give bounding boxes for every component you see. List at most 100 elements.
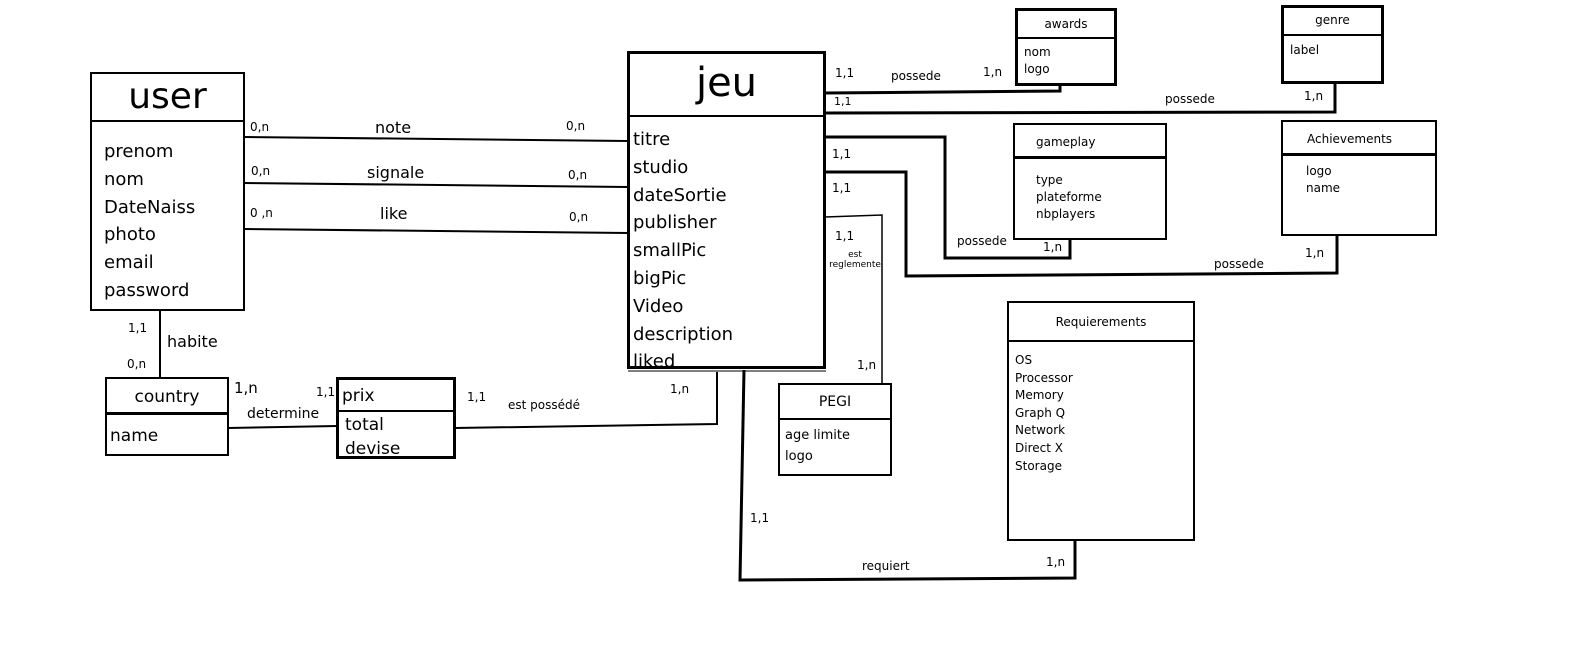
field-req-graph-q: Graph Q — [1015, 405, 1066, 420]
card-genre-jeu: 1,1 — [834, 95, 852, 108]
field-achievements-logo: logo — [1306, 164, 1332, 178]
card-note-user: 0,n — [250, 120, 270, 134]
field-req-os: OS — [1015, 353, 1033, 367]
field-achievements-name: name — [1306, 181, 1341, 195]
entity-prix: prix total devise — [336, 377, 456, 459]
entity-awards: awards nom logo — [1015, 8, 1117, 86]
relation-possede-awards: possede — [891, 69, 941, 83]
card-genre-genre: 1,n — [1304, 89, 1324, 103]
card-gameplay-jeu: 1,1 — [832, 147, 852, 161]
field-awards-logo: logo — [1024, 62, 1050, 76]
field-email: email — [104, 252, 154, 274]
entity-gameplay-title: gameplay — [1015, 125, 1165, 159]
entity-country: country name — [105, 377, 229, 456]
entity-pegi: PEGI age limite logo — [778, 383, 892, 476]
field-gameplay-nbplayers: nbplayers — [1036, 207, 1096, 221]
field-pegi-logo: logo — [785, 449, 813, 464]
card-possede-prix: 1,1 — [467, 390, 487, 404]
line-possede-awards — [824, 85, 1062, 95]
field-req-network: Network — [1015, 423, 1066, 438]
entity-country-fields: name — [107, 415, 227, 446]
card-pegi-pegi: 1,n — [857, 358, 877, 372]
entity-awards-title: awards — [1018, 11, 1114, 39]
card-habite-user: 1,1 — [128, 321, 148, 335]
field-nom: nom — [104, 168, 144, 190]
entity-user-fields: prenom nom DateNaiss photo email passwor… — [92, 122, 243, 305]
relation-determine: determine — [247, 406, 320, 422]
line-possede-genre — [824, 84, 1337, 115]
field-pegi-age-limite: age limite — [785, 428, 850, 443]
field-req-memory: Memory — [1015, 388, 1064, 403]
field-req-storage: Storage — [1015, 458, 1062, 473]
line-est-possede — [454, 372, 718, 429]
entity-jeu-title: jeu — [630, 54, 823, 117]
line-note — [243, 136, 629, 142]
relation-possede-genre: possede — [1165, 92, 1215, 106]
line-requiert — [738, 369, 1077, 582]
entity-user: user prenom nom DateNaiss photo email pa… — [90, 72, 245, 311]
field-req-directx: Direct X — [1015, 440, 1063, 455]
field-awards-nom: nom — [1024, 45, 1051, 59]
card-achievements-achievements: 1,n — [1305, 246, 1325, 260]
card-awards-awards: 1,n — [983, 65, 1003, 79]
entity-prix-fields: total devise — [339, 412, 453, 461]
entity-gameplay-fields: type plateforme nbplayers — [1015, 159, 1165, 223]
relation-requiert: requiert — [862, 559, 910, 573]
relation-est-possede: est possédé — [508, 398, 580, 412]
field-gameplay-plateforme: plateforme — [1036, 190, 1102, 204]
field-password: password — [104, 279, 190, 301]
card-like-user: 0 ,n — [250, 206, 273, 220]
entity-country-title: country — [107, 379, 227, 415]
card-habite-country: 0,n — [127, 357, 147, 371]
relation-est-reglemente-text: est reglemente — [829, 250, 881, 270]
relation-signale: signale — [367, 163, 425, 182]
line-signale — [243, 182, 629, 188]
card-requiert-requirements: 1,n — [1046, 555, 1066, 569]
entity-pegi-title: PEGI — [780, 385, 890, 420]
entity-pegi-fields: age limite logo — [780, 420, 890, 467]
entity-genre-fields: label — [1284, 36, 1381, 59]
card-awards-jeu: 1,1 — [835, 66, 855, 80]
relation-habite: habite — [167, 332, 218, 351]
card-requiert-jeu: 1,1 — [750, 511, 770, 525]
line-like — [243, 228, 629, 234]
field-liked: liked — [633, 351, 676, 373]
field-prenom: prenom — [104, 141, 174, 162]
card-possede-jeu: 1,n — [670, 382, 690, 396]
field-photo: photo — [104, 224, 156, 246]
relation-possede-achievements: possede — [1214, 257, 1264, 271]
entity-jeu: jeu titre studio dateSortie publisher sm… — [627, 51, 826, 372]
field-smallpic: smallPic — [633, 240, 707, 262]
entity-jeu-fields: titre studio dateSortie publisher smallP… — [630, 117, 823, 376]
relation-like: like — [380, 204, 408, 223]
relation-est-reglemente: est reglemente — [829, 250, 881, 271]
entity-awards-fields: nom logo — [1018, 39, 1114, 78]
entity-requirements-fields: OS Processor Memory Graph Q Network Dire… — [1009, 342, 1193, 475]
field-devise: devise — [345, 439, 401, 459]
field-publisher: publisher — [633, 212, 717, 234]
entity-genre: genre label — [1281, 5, 1384, 84]
entity-user-title: user — [92, 74, 243, 122]
field-description: description — [633, 323, 734, 345]
card-note-jeu: 0,n — [566, 119, 586, 133]
field-datenaiss: DateNaiss — [104, 196, 196, 218]
field-studio: studio — [633, 156, 689, 178]
field-bigpic: bigPic — [633, 267, 687, 289]
field-country-name: name — [110, 426, 159, 446]
line-determine — [227, 425, 338, 429]
entity-achievements-fields: logo name — [1283, 156, 1435, 197]
field-gameplay-type: type — [1036, 173, 1063, 187]
field-genre-label: label — [1290, 43, 1320, 57]
card-signale-user: 0,n — [251, 164, 271, 178]
card-achievements-jeu: 1,1 — [832, 181, 852, 195]
relation-possede-gameplay: possede — [957, 234, 1007, 248]
entity-genre-title: genre — [1284, 8, 1381, 36]
card-determine-prix: 1,1 — [316, 385, 336, 399]
entity-requirements-title: Requierements — [1009, 303, 1193, 342]
card-like-jeu: 0,n — [569, 210, 589, 224]
entity-gameplay: gameplay type plateforme nbplayers — [1013, 123, 1167, 240]
line-est-reglemente — [824, 214, 883, 383]
field-titre: titre — [633, 129, 671, 150]
